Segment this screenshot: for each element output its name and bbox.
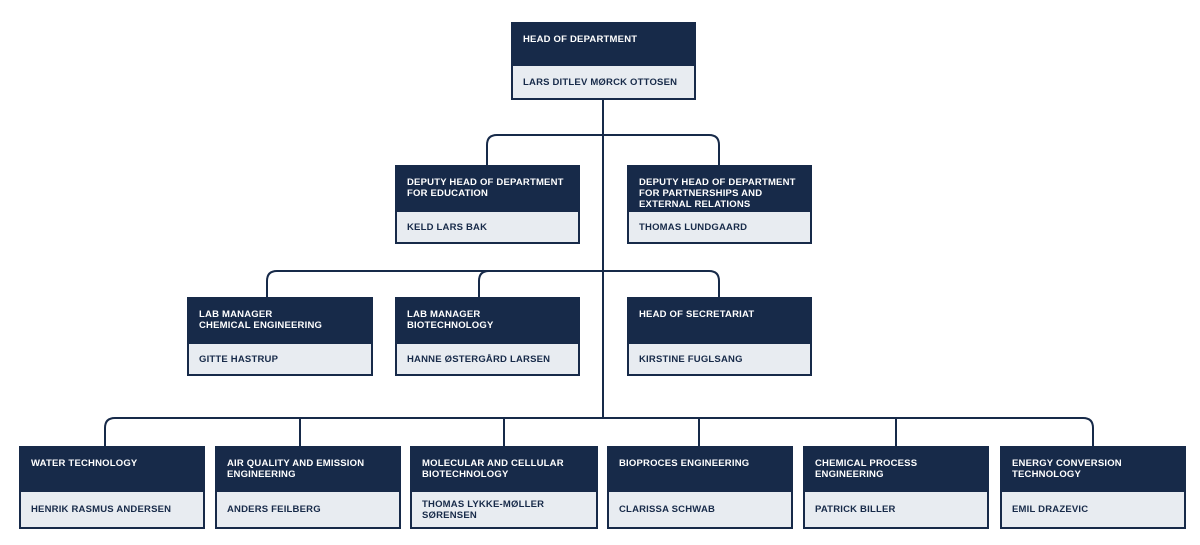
person-name: HENRIK RASMUS ANDERSEN	[31, 504, 172, 515]
org-box-energy-conversion: ENERGY CONVERSION TECHNOLOGY EMIL DRAZEV…	[1000, 446, 1186, 529]
org-box-air-quality: AIR QUALITY AND EMISSION ENGINEERING AND…	[215, 446, 401, 529]
org-box-deputy-partnerships: DEPUTY HEAD OF DEPARTMENT FOR PARTNERSHI…	[627, 165, 812, 244]
person-name: KELD LARS BAK	[407, 221, 488, 233]
org-box-lab-manager-biotech: LAB MANAGER BIOTECHNOLOGY HANNE ØSTERGÅR…	[395, 297, 580, 376]
org-box-water-technology: WATER TECHNOLOGY HENRIK RASMUS ANDERSEN	[19, 446, 205, 529]
org-box-deputy-education: DEPUTY HEAD OF DEPARTMENT FOR EDUCATION …	[395, 165, 580, 244]
connector-managers	[266, 270, 720, 298]
org-box-lab-manager-chemical: LAB MANAGER CHEMICAL ENGINEERING GITTE H…	[187, 297, 373, 376]
role-label: AIR QUALITY AND EMISSION ENGINEERING	[217, 448, 399, 492]
person-name: PATRICK BILLER	[815, 504, 896, 515]
connector-sections	[104, 417, 1094, 447]
person-name: CLARISSA SCHWAB	[619, 504, 716, 515]
connector-deputies	[486, 134, 720, 166]
org-box-head-of-department: HEAD OF DEPARTMENT LARS DITLEV MØRCK OTT…	[511, 22, 696, 100]
person-name: ANDERS FEILBERG	[227, 504, 321, 515]
role-label: WATER TECHNOLOGY	[21, 448, 203, 492]
role-label: DEPUTY HEAD OF DEPARTMENT FOR PARTNERSHI…	[629, 167, 810, 212]
person-name: THOMAS LYKKE-MØLLER SØRENSEN	[422, 498, 545, 521]
role-label: ENERGY CONVERSION TECHNOLOGY	[1002, 448, 1184, 492]
role-label: MOLECULAR AND CELLULAR BIOTECHNOLOGY	[412, 448, 596, 492]
person-name: LARS DITLEV MØRCK OTTOSEN	[523, 76, 678, 88]
org-box-bioproces-engineering: BIOPROCES ENGINEERING CLARISSA SCHWAB	[607, 446, 793, 529]
person-name: GITTE HASTRUP	[199, 353, 279, 365]
role-label: HEAD OF SECRETARIAT	[629, 299, 810, 344]
org-box-head-of-secretariat: HEAD OF SECRETARIAT KIRSTINE FUGLSANG	[627, 297, 812, 376]
person-name: THOMAS LUNDGAARD	[639, 221, 748, 233]
org-box-chemical-process: CHEMICAL PROCESS ENGINEERING PATRICK BIL…	[803, 446, 989, 529]
role-label: DEPUTY HEAD OF DEPARTMENT FOR EDUCATION	[397, 167, 578, 212]
role-label: HEAD OF DEPARTMENT	[513, 24, 694, 66]
person-name: KIRSTINE FUGLSANG	[639, 353, 743, 365]
role-label: CHEMICAL PROCESS ENGINEERING	[805, 448, 987, 492]
role-label: LAB MANAGER CHEMICAL ENGINEERING	[189, 299, 371, 344]
person-name: EMIL DRAZEVIC	[1012, 504, 1089, 515]
role-label: LAB MANAGER BIOTECHNOLOGY	[397, 299, 578, 344]
role-label: BIOPROCES ENGINEERING	[609, 448, 791, 492]
person-name: HANNE ØSTERGÅRD LARSEN	[407, 353, 551, 365]
org-box-molecular-biotech: MOLECULAR AND CELLULAR BIOTECHNOLOGY THO…	[410, 446, 598, 529]
